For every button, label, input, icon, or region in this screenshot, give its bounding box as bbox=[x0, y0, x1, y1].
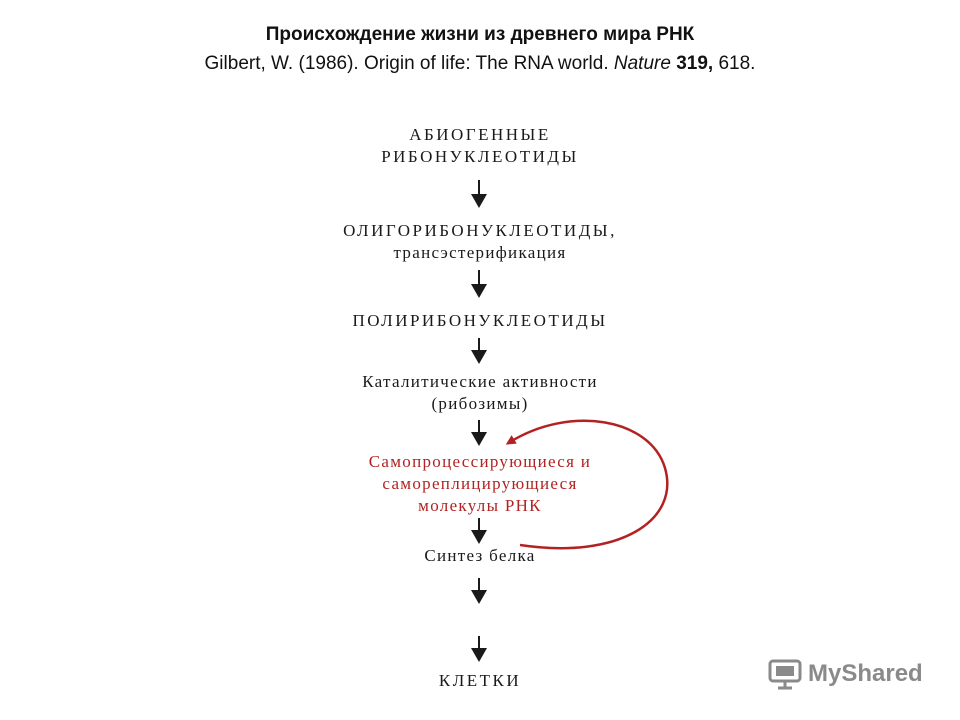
down-arrow bbox=[471, 180, 487, 208]
step-self-replicating-rna: Самопроцессирующиеся и самореплицирующие… bbox=[280, 451, 680, 517]
watermark-text: MyShared bbox=[808, 660, 923, 687]
step-line: трансэстерификация bbox=[393, 243, 567, 262]
step-catalytic-activities: Каталитические активности (рибозимы) bbox=[280, 371, 680, 415]
feedback-loop-arrow bbox=[505, 419, 669, 550]
step-line: ОЛИГОРИБОНУКЛЕОТИДЫ, bbox=[343, 221, 617, 240]
step-line: КЛЕТКИ bbox=[438, 671, 522, 690]
page-title: Происхождение жизни из древнего мира РНК bbox=[265, 24, 695, 45]
down-arrow bbox=[471, 636, 487, 662]
step-abiogenic-ribonucleotides: АБИОГЕННЫЕ РИБОНУКЛЕОТИДЫ bbox=[280, 124, 680, 168]
step-line: (рибозимы) bbox=[431, 394, 529, 413]
down-arrow bbox=[471, 270, 487, 298]
citation-prefix: Gilbert, W. (1986). Origin of life: The … bbox=[204, 53, 614, 74]
citation-page: 618. bbox=[713, 53, 756, 74]
step-line: Каталитические активности bbox=[362, 372, 598, 391]
step-line: самореплицирующиеся bbox=[382, 474, 578, 493]
step-line: молекулы РНК bbox=[418, 496, 542, 515]
step-line: РИБОНУКЛЕОТИДЫ bbox=[381, 147, 579, 166]
down-arrow bbox=[471, 518, 487, 544]
citation-volume: 319, bbox=[676, 53, 714, 74]
citation-journal: Nature bbox=[613, 53, 671, 74]
projector-icon bbox=[768, 659, 802, 690]
down-arrow bbox=[471, 338, 487, 364]
step-line: ПОЛИРИБОНУКЛЕОТИДЫ bbox=[352, 311, 608, 330]
down-arrow bbox=[471, 578, 487, 604]
step-protein-synthesis: Синтез белка bbox=[280, 545, 680, 567]
step-cells: КЛЕТКИ bbox=[280, 670, 680, 692]
step-line: Самопроцессирующиеся и bbox=[368, 452, 592, 471]
step-line: Синтез белка bbox=[424, 546, 536, 565]
down-arrow bbox=[471, 420, 487, 446]
step-oligoribonucleotides: ОЛИГОРИБОНУКЛЕОТИДЫ, трансэстерификация bbox=[280, 220, 680, 264]
watermark-logo: MyShared bbox=[768, 656, 923, 692]
step-polyribonucleotides: ПОЛИРИБОНУКЛЕОТИДЫ bbox=[280, 310, 680, 332]
citation: Gilbert, W. (1986). Origin of life: The … bbox=[0, 53, 960, 75]
step-line: АБИОГЕННЫЕ bbox=[409, 125, 551, 144]
